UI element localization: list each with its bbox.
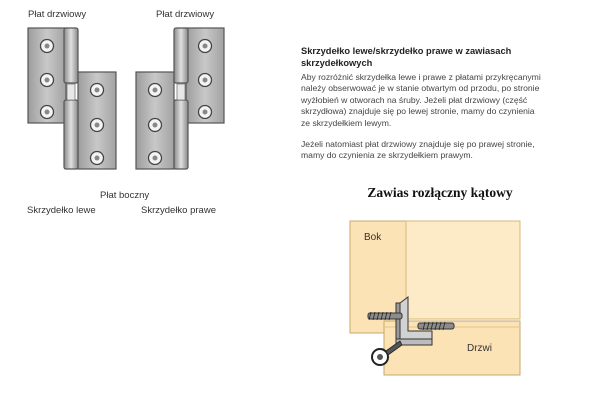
caption-left-leaf: Skrzydełko lewe	[27, 205, 96, 216]
hinges-illustration	[27, 27, 225, 170]
paragraph-1: Aby rozróżnić skrzydełka lewe i prawe z …	[301, 72, 581, 129]
text-line: należy obserwować je w stanie otwartym o…	[301, 83, 540, 94]
detail-illustration	[349, 220, 521, 376]
label-door-plate-right: Płat drzwiowy	[156, 9, 215, 20]
hinge-left	[27, 27, 117, 170]
paragraph-2: Jeżeli natomiast płat drzwiowy znajduje …	[301, 139, 581, 162]
label-door-plate-left: Płat drzwiowy	[28, 9, 87, 20]
label-side-panel: Bok	[364, 232, 382, 243]
heading-line: skrzydełkowych	[301, 58, 373, 68]
text-line: Aby rozróżnić skrzydełka lewe i prawe z …	[301, 72, 541, 82]
text-line: wyżłobień w otworach na śruby. Jeżeli pł…	[301, 94, 528, 105]
detail-title: Zawias rozłączny kątowy	[367, 185, 513, 200]
text-line: skrzydłowa) znajduje się po lewej stroni…	[301, 106, 535, 117]
text-line: ze skrzydełkiem lewym.	[301, 117, 392, 128]
hinge-right	[135, 27, 225, 170]
section-heading: Skrzydełko lewe/skrzydełko prawe w zawia…	[301, 45, 571, 69]
text-line: mamy do czynienia ze skrzydełkiem prawym…	[301, 150, 473, 161]
label-side-plate: Płat boczny	[100, 190, 150, 201]
label-door-panel: Drzwi	[467, 343, 492, 354]
text-line: Jeżeli natomiast płat drzwiowy znajduje …	[301, 139, 535, 149]
heading-line: Skrzydełko lewe/skrzydełko prawe w zawia…	[301, 46, 512, 56]
caption-right-leaf: Skrzydełko prawe	[141, 205, 216, 216]
